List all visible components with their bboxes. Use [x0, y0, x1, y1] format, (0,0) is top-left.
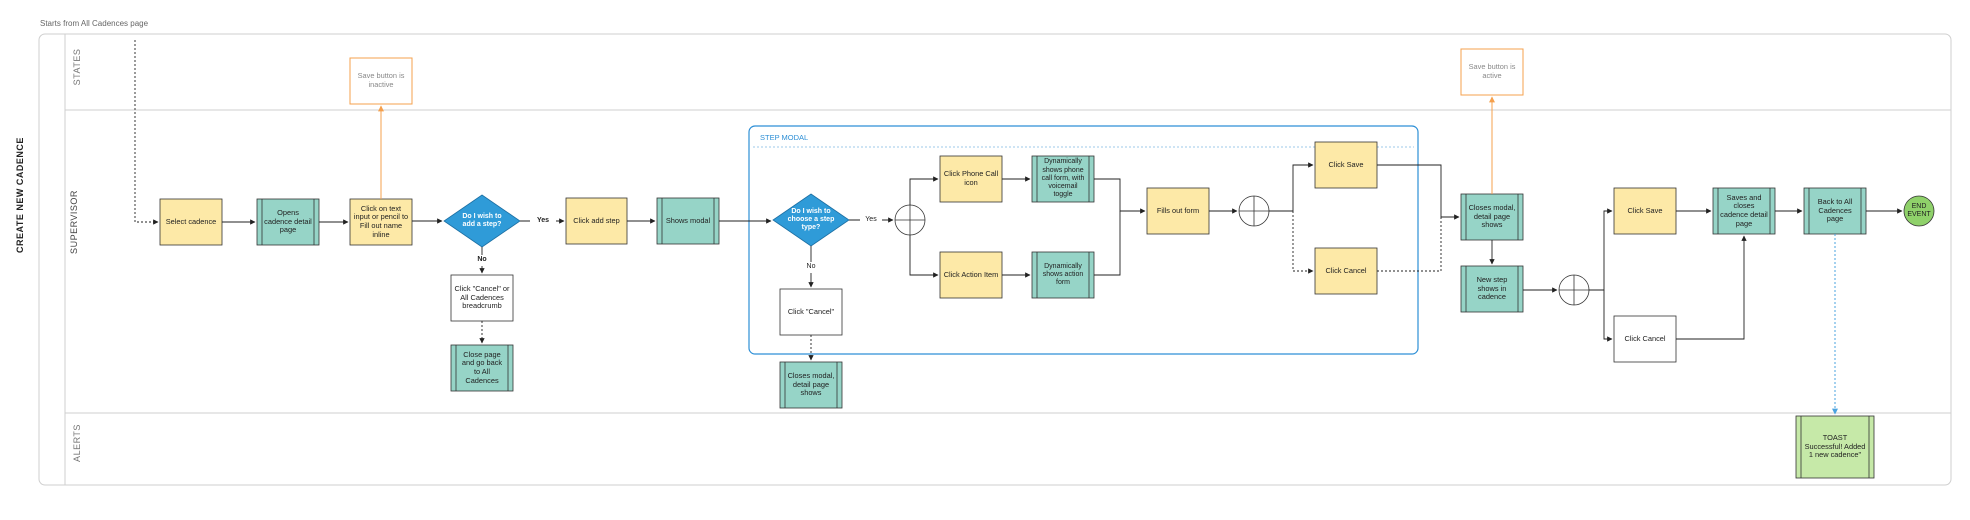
click-cancel-quoted-box — [779, 288, 843, 336]
dyn-phone-form-box — [1031, 155, 1095, 203]
opens-detail-box — [256, 198, 320, 246]
closes-modal-detail-box — [1460, 193, 1524, 241]
connectors — [134, 40, 1903, 361]
click-add-step-label: Click add step — [573, 215, 620, 225]
toast-label: TOAST Successful! Added 1 new cadence" — [1804, 432, 1866, 460]
parallel-gateway-3 — [1558, 274, 1590, 306]
pool-frame — [38, 33, 1952, 486]
pool-title: CREATE NEW CADENCE — [15, 137, 25, 253]
edge-label-no-2: No — [801, 262, 821, 273]
click-action-item-label: Click Action Item — [943, 269, 999, 279]
select-cadence-label: Select cadence — [165, 216, 217, 226]
modal-click-cancel-box — [1314, 247, 1378, 295]
cancel-breadcrumb-label: Click "Cancel" or All Cadences breadcrum… — [454, 283, 510, 311]
parallel-gateway-1 — [894, 204, 926, 236]
start-note: Starts from All Cadences page — [40, 19, 149, 28]
state-inactive-label: Save button is inactive — [357, 71, 405, 89]
back-all-box — [1803, 187, 1867, 235]
click-cancel-box — [1613, 315, 1677, 363]
click-add-step-box — [565, 197, 628, 245]
modal-click-save-box — [1314, 141, 1378, 189]
decision-add-step-label: Do I wish to add a step? — [462, 212, 502, 228]
decision-step-type-label: Do I wish to choose a step type? — [787, 207, 835, 232]
edge-label-yes-1: Yes — [530, 215, 556, 227]
fills-form-label: Fills out form — [1156, 205, 1200, 215]
state-inactive-box — [349, 57, 413, 105]
saves-closes-box — [1712, 187, 1776, 235]
new-step-shows-label: New step shows in cadence — [1476, 274, 1508, 302]
close-page-back-label: Close page and go back to All Cadences — [461, 349, 503, 385]
click-cancel-quoted-label: Click "Cancel" — [787, 306, 835, 316]
modal-click-cancel-label: Click Cancel — [1325, 265, 1367, 275]
new-step-shows-box — [1460, 265, 1524, 313]
parallel-gateway-2 — [1238, 195, 1270, 227]
cancel-breadcrumb-box — [450, 274, 514, 322]
click-save-label: Click Save — [1627, 205, 1663, 215]
dyn-phone-form-label: Dynamically shows phone call form, with … — [1041, 158, 1085, 199]
back-all-label: Back to All Cadences page — [1817, 196, 1853, 224]
lane-label-alerts: ALERTS — [72, 424, 82, 462]
saves-closes-label: Saves and closes cadence detail page — [1720, 192, 1768, 228]
lane-label-states: STATES — [72, 48, 82, 86]
dyn-action-form-box — [1031, 251, 1095, 299]
click-action-item-box — [939, 251, 1003, 299]
edge-label-no-1: No — [472, 255, 492, 266]
step-modal-title: STEP MODAL — [760, 132, 809, 142]
end-event-label: END EVENT — [1907, 202, 1931, 218]
edge-label-yes-2: Yes — [860, 214, 882, 226]
state-active-box — [1460, 48, 1524, 96]
close-page-back-box — [450, 344, 514, 392]
click-cancel-label: Click Cancel — [1624, 333, 1666, 343]
closes-modal-below-label: Closes modal, detail page shows — [787, 370, 835, 398]
toast-box — [1795, 415, 1875, 479]
lane-label-supervisor: SUPERVISOR — [69, 190, 79, 254]
shows-modal-box — [656, 197, 720, 245]
dyn-action-form-label: Dynamically shows action form — [1042, 262, 1084, 287]
modal-click-save-label: Click Save — [1328, 159, 1364, 169]
click-phone-call-box — [939, 155, 1003, 203]
step-modal-frame — [748, 125, 1419, 355]
select-cadence-box — [159, 198, 223, 246]
fills-form-box — [1146, 187, 1210, 235]
click-phone-call-label: Click Phone Call icon — [943, 169, 999, 187]
opens-detail-label: Opens cadence detail page — [264, 207, 312, 235]
closes-modal-detail-label: Closes modal, detail page shows — [1468, 202, 1516, 230]
shows-modal-label: Shows modal — [665, 215, 711, 225]
state-connectors — [378, 96, 1495, 199]
click-text-input-label: Click on text input or pencil to Fill ou… — [353, 203, 409, 239]
closes-modal-below-box — [779, 361, 843, 409]
click-save-box — [1613, 187, 1677, 235]
state-active-label: Save button is active — [1468, 62, 1516, 80]
end-event-circle — [1903, 195, 1935, 227]
